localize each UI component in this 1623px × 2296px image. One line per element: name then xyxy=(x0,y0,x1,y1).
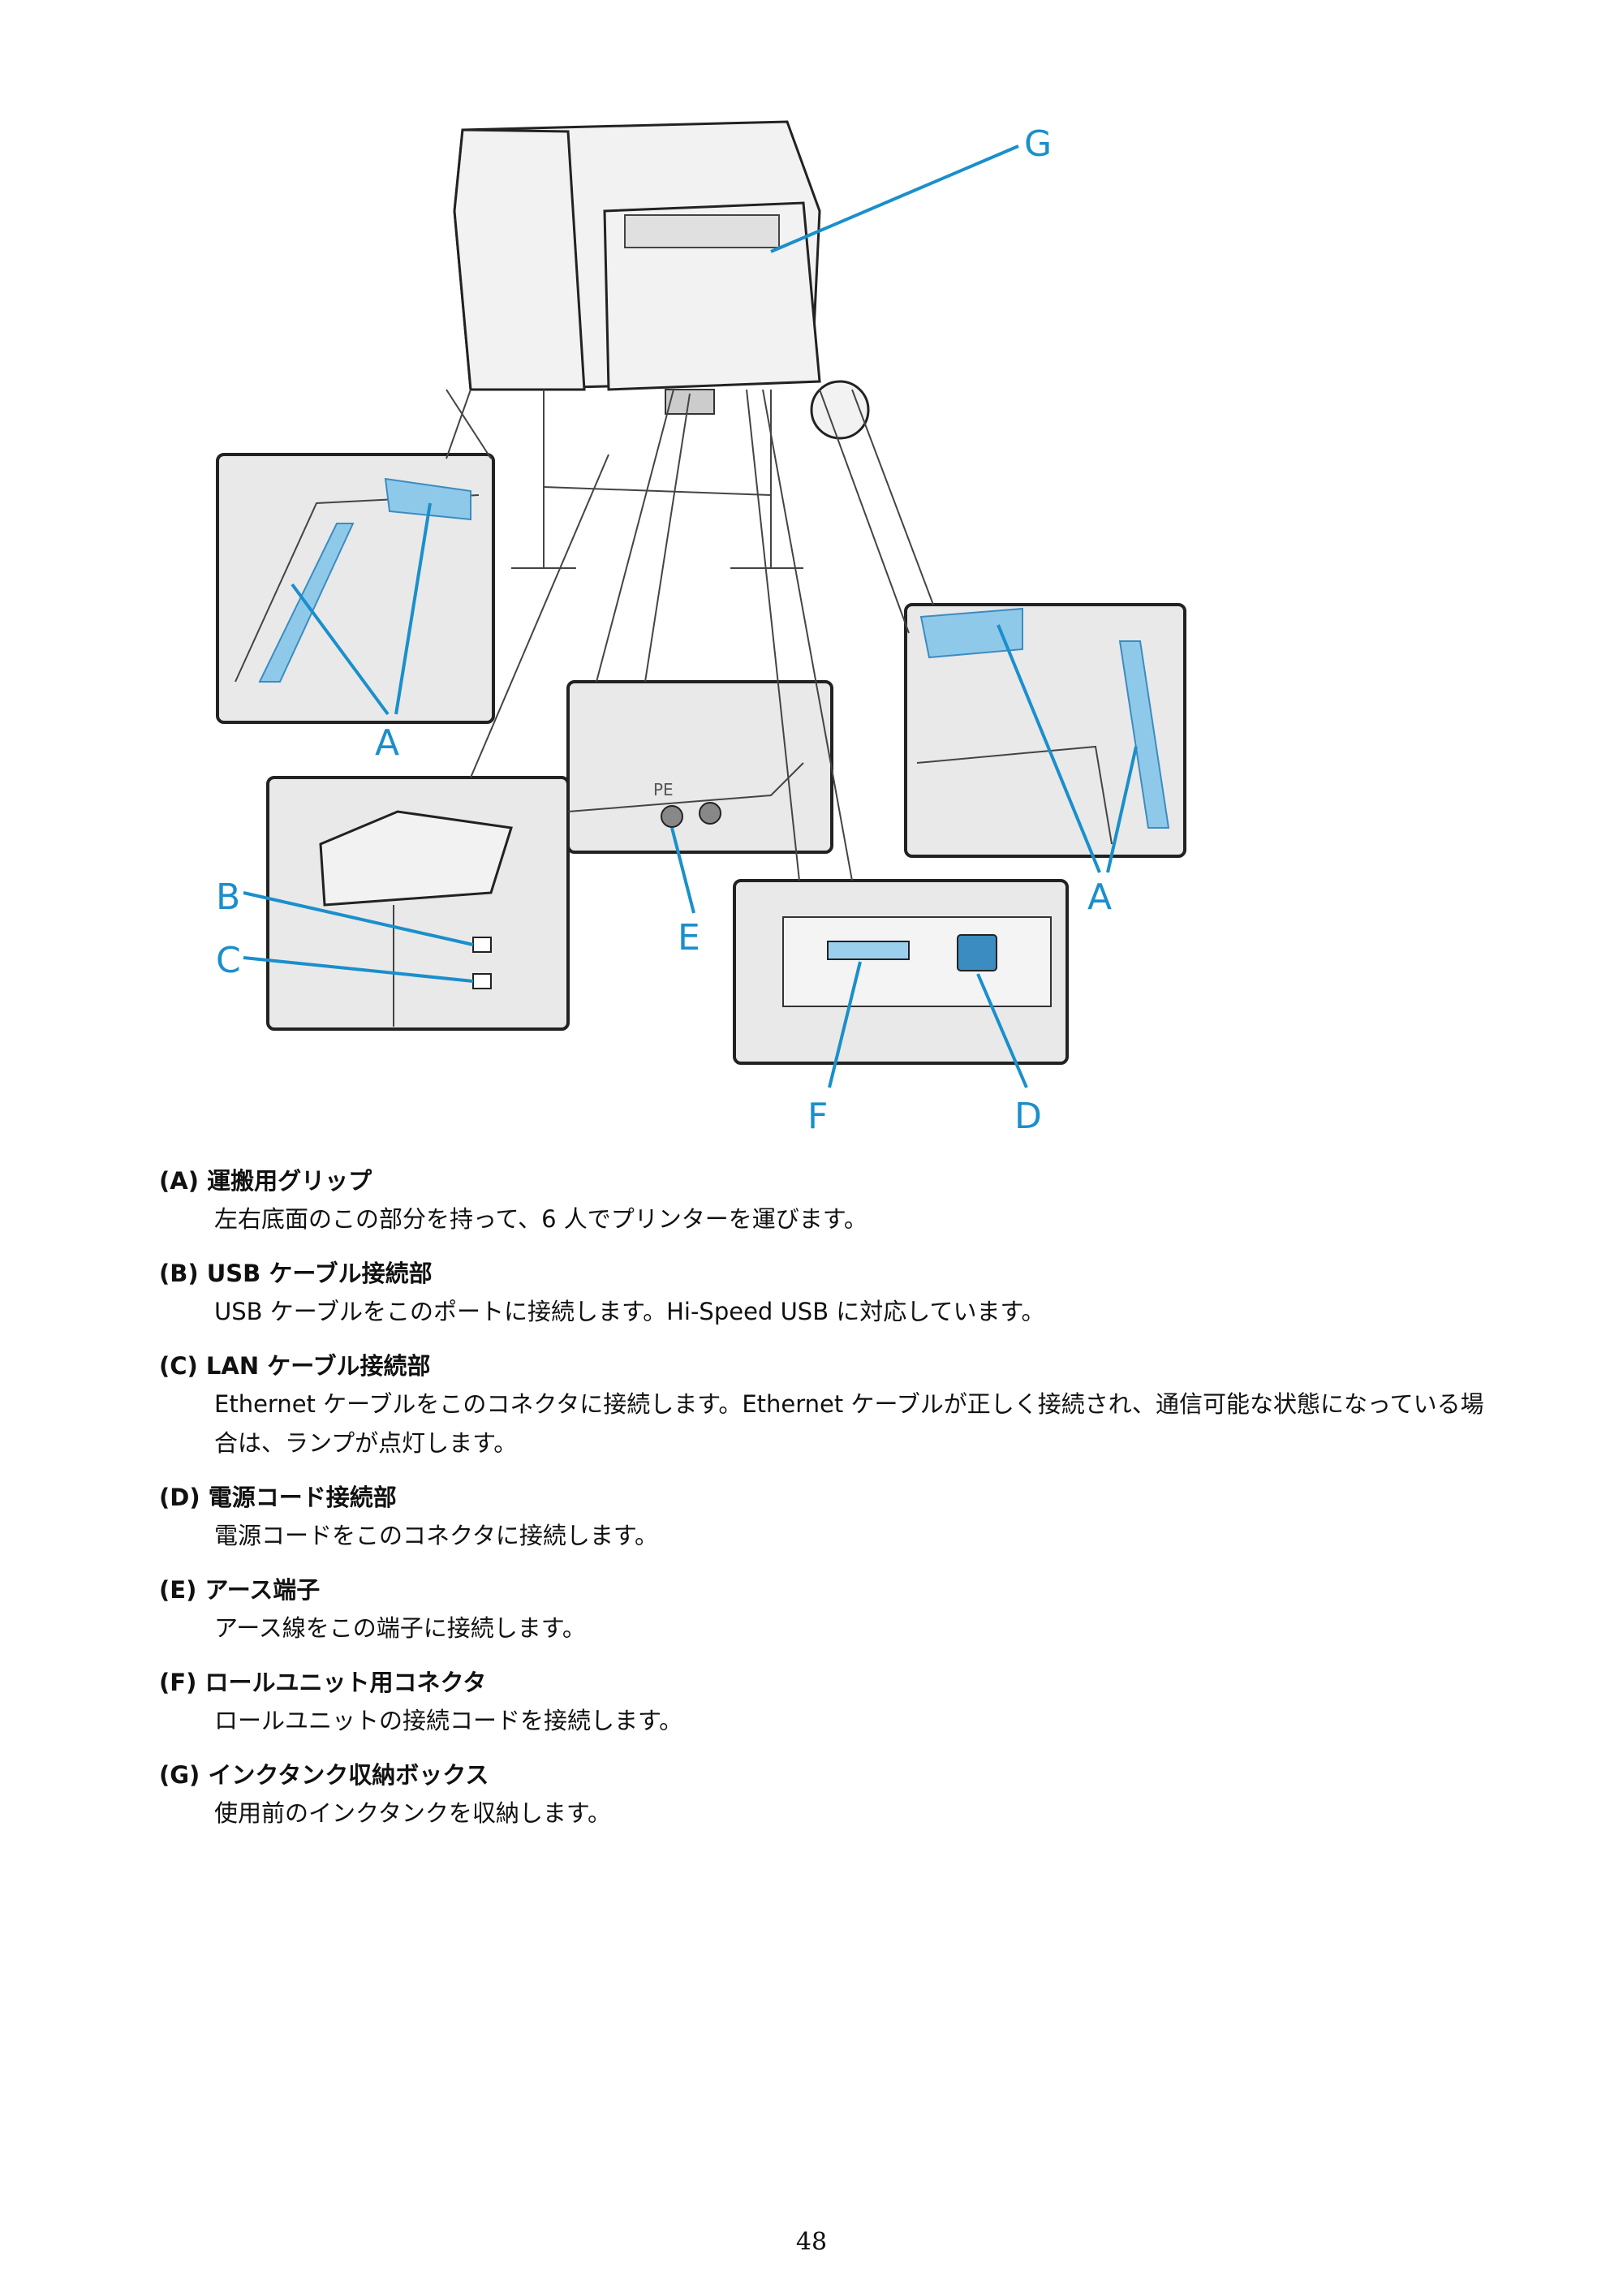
item-key: (F) xyxy=(159,1669,197,1696)
page-number: 48 xyxy=(795,2228,828,2256)
label-d: D xyxy=(1014,1096,1042,1137)
item-a: (A) 運搬用グリップ 左右底面のこの部分を持って、6 人でプリンターを運びます… xyxy=(159,1162,1490,1238)
item-title: 運搬用グリップ xyxy=(207,1167,372,1195)
item-text: ロールユニットの接続コードを接続します。 xyxy=(214,1707,683,1734)
printer-rear-illustration: A B C PE E F D xyxy=(216,120,1186,1137)
item-text: USB ケーブルをこのポートに接続します。Hi-Speed USB に対応してい… xyxy=(214,1298,1045,1325)
inset-power-roll: F D xyxy=(733,389,1069,1137)
item-title: LAN ケーブル接続部 xyxy=(205,1352,431,1380)
item-d: (D) 電源コード接続部 電源コードをこのコネクタに接続します。 xyxy=(159,1479,1490,1555)
item-key: (A) xyxy=(159,1167,199,1195)
item-title: アース端子 xyxy=(204,1576,321,1604)
inset-grip-left: A xyxy=(216,389,495,764)
item-key: (B) xyxy=(159,1260,199,1287)
inset-usb-lan: B C xyxy=(216,454,609,1031)
label-g: G xyxy=(1024,123,1052,165)
item-key: (C) xyxy=(159,1352,198,1380)
label-f: F xyxy=(807,1096,828,1137)
item-c: (C) LAN ケーブル接続部 Ethernet ケーブルをこのコネクタに接続し… xyxy=(159,1347,1490,1462)
item-key: (D) xyxy=(159,1484,200,1511)
item-title: ロールユニット用コネクタ xyxy=(204,1669,487,1696)
item-title: USB ケーブル接続部 xyxy=(206,1260,433,1287)
item-f: (F) ロールユニット用コネクタ ロールユニットの接続コードを接続します。 xyxy=(159,1664,1490,1740)
item-title: 電源コード接続部 xyxy=(208,1484,397,1511)
item-text: Ethernet ケーブルをこのコネクタに接続します。Ethernet ケーブル… xyxy=(214,1390,1484,1457)
item-key: (E) xyxy=(159,1576,197,1604)
item-text: アース線をこの端子に接続します。 xyxy=(214,1614,586,1642)
part-descriptions: (A) 運搬用グリップ 左右底面のこの部分を持って、6 人でプリンターを運びます… xyxy=(159,1162,1490,1849)
item-title: インクタンク収納ボックス xyxy=(208,1761,489,1789)
printer-body xyxy=(453,120,870,569)
inset-earth-terminal: PE E xyxy=(566,389,833,958)
label-e: E xyxy=(678,917,700,958)
item-b: (B) USB ケーブル接続部 USB ケーブルをこのポートに接続します。Hi-… xyxy=(159,1255,1490,1331)
inset-grip-right: A xyxy=(819,389,1186,918)
item-text: 電源コードをこのコネクタに接続します。 xyxy=(214,1522,658,1549)
pe-marking: PE xyxy=(653,780,674,799)
callout-g: G xyxy=(770,123,1052,253)
item-text: 左右底面のこの部分を持って、6 人でプリンターを運びます。 xyxy=(214,1205,867,1233)
label-c: C xyxy=(216,940,241,981)
label-b: B xyxy=(216,877,240,918)
label-a-right: A xyxy=(1087,877,1112,918)
item-key: (G) xyxy=(159,1761,200,1789)
label-a-left: A xyxy=(375,722,399,764)
item-text: 使用前のインクタンクを収納します。 xyxy=(214,1799,611,1827)
item-e: (E) アース端子 アース線をこの端子に接続します。 xyxy=(159,1571,1490,1648)
item-g: (G) インクタンク収納ボックス 使用前のインクタンクを収納します。 xyxy=(159,1756,1490,1833)
